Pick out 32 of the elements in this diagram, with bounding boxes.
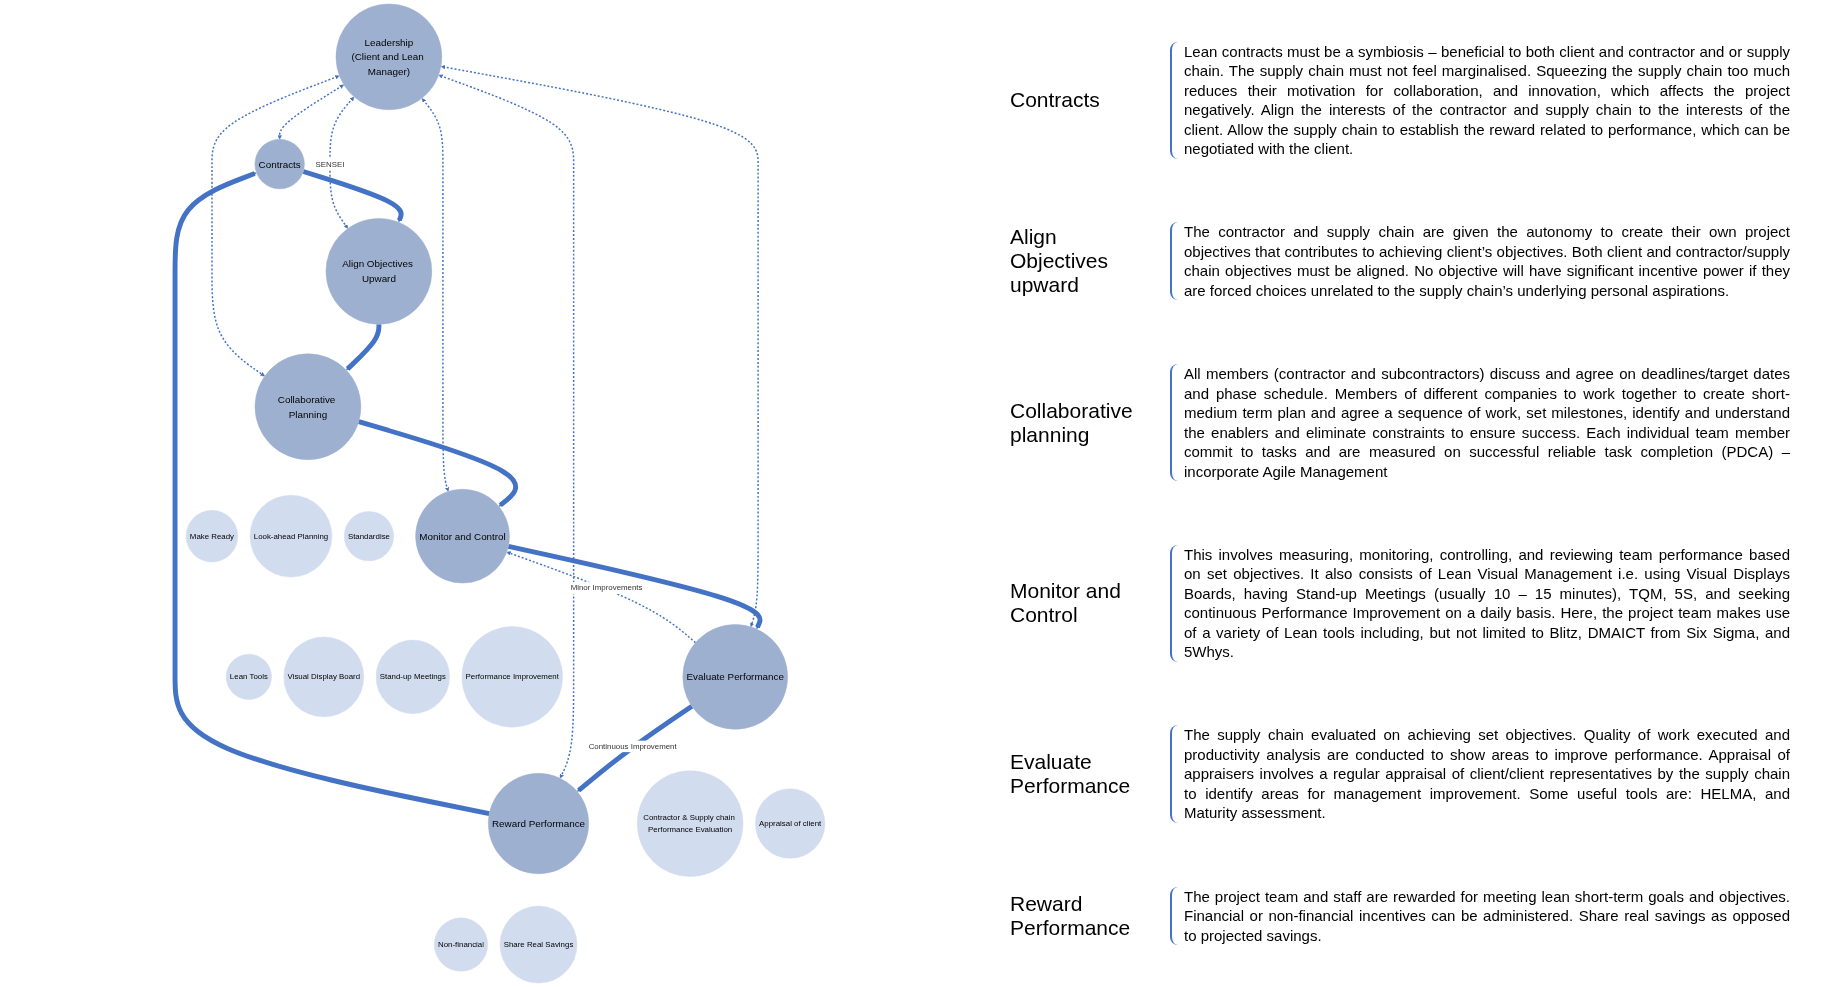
arrow bbox=[358, 419, 518, 508]
arrow bbox=[440, 65, 759, 628]
section-heading: Reward Performance bbox=[1010, 891, 1132, 940]
section-heading: Contracts bbox=[1010, 88, 1101, 113]
section-heading: Evaluate Performance bbox=[1010, 750, 1132, 799]
node-circle: Monitor and Control bbox=[415, 488, 510, 584]
node-circle: Contracts bbox=[254, 139, 305, 190]
arrow bbox=[329, 96, 355, 229]
node-circle: Collaborative Planning bbox=[254, 353, 362, 460]
arrow bbox=[506, 551, 697, 644]
section-heading: Monitor and Control bbox=[1010, 579, 1122, 628]
description-paragraph: The contractor and supply chain are given the autonomy to create their own project objectives that contributes to achieving client’s objectives. Both client and contractor/supply chain objectives must be aligned. No objective will have significant incentive power if they are forced choices unrelated to the supply chain’s underlying personal aspirations. bbox=[1170, 222, 1790, 301]
description-paragraph: This involves measuring, monitoring, controlling, and reviewing team performance based on set objectives. It also consists of Lean Visual Management i.e. using Visual Displays Boards, having Stand-up Meetings (usually 10 – 15 minutes), TQM, 5S, and seeking continuous Performance Improvement on a daily basis. Here, the project team makes use of a variety of Lean tools including, but not limited to Blitz, DMAICT from Six Sigma, and 5Whys. bbox=[1170, 544, 1790, 662]
arrow bbox=[438, 74, 575, 779]
arrow bbox=[345, 324, 382, 371]
node-circle: Leadership (Client and Lean Manager) bbox=[335, 3, 443, 111]
arrow bbox=[172, 171, 490, 816]
arrow bbox=[277, 84, 344, 140]
description-paragraph: The project team and staff are rewarded for meeting lean short-term goals and objectives. Financial or non-financial incentives can be administered. Share real savings as opposed to projected savings. bbox=[1170, 886, 1790, 946]
arrow bbox=[302, 169, 404, 223]
arrow bbox=[211, 75, 340, 377]
description-paragraph: The supply chain evaluated on achieving set objectives. Quality of work executed and productivity analysis are conducted to show areas to improve performance. Appraisal of appraisers involves a regular appraisal of client/client representatives by the supply chain to identify areas for management improvement. Some useful tools are: HELMA, and Maturity assessment. bbox=[1170, 725, 1790, 823]
node-circle: Align Objectives Upward bbox=[325, 218, 433, 325]
node-circle: Evaluate Performance bbox=[682, 624, 788, 730]
arrow bbox=[577, 704, 694, 793]
section-heading: Align Objectives upward bbox=[1010, 225, 1110, 298]
arrow bbox=[421, 98, 450, 492]
description-paragraph: All members (contractor and subcontractors) discuss and agree on deadlines/target dates and phase schedule. Members of different companies to work together to create short-medium term plan and agree a sequence of work, set milestones, identify and understand the enablers and eliminate constraints to ensure success. Each individual team member commit to tasks and are measured on successful reliable task completion (PDCA) – incorporate Agile Management bbox=[1170, 364, 1790, 482]
description-paragraph: Lean contracts must be a symbiosis – beneficial to both client and contractor and or supply chain. The supply chain must not feel marginalised. Squeezing the supply chain too much reduces their motivation for collaboration, and innovation, which affects the project negatively. Align the interests of the contractor and supply chain to the interests of the client. Allow the supply chain to establish the reward related to performance, which can be negotiated with the client. bbox=[1170, 41, 1790, 159]
arrow bbox=[507, 543, 763, 630]
node-circle: Reward Performance bbox=[488, 773, 589, 875]
section-heading: Collaborative planning bbox=[1010, 398, 1134, 447]
